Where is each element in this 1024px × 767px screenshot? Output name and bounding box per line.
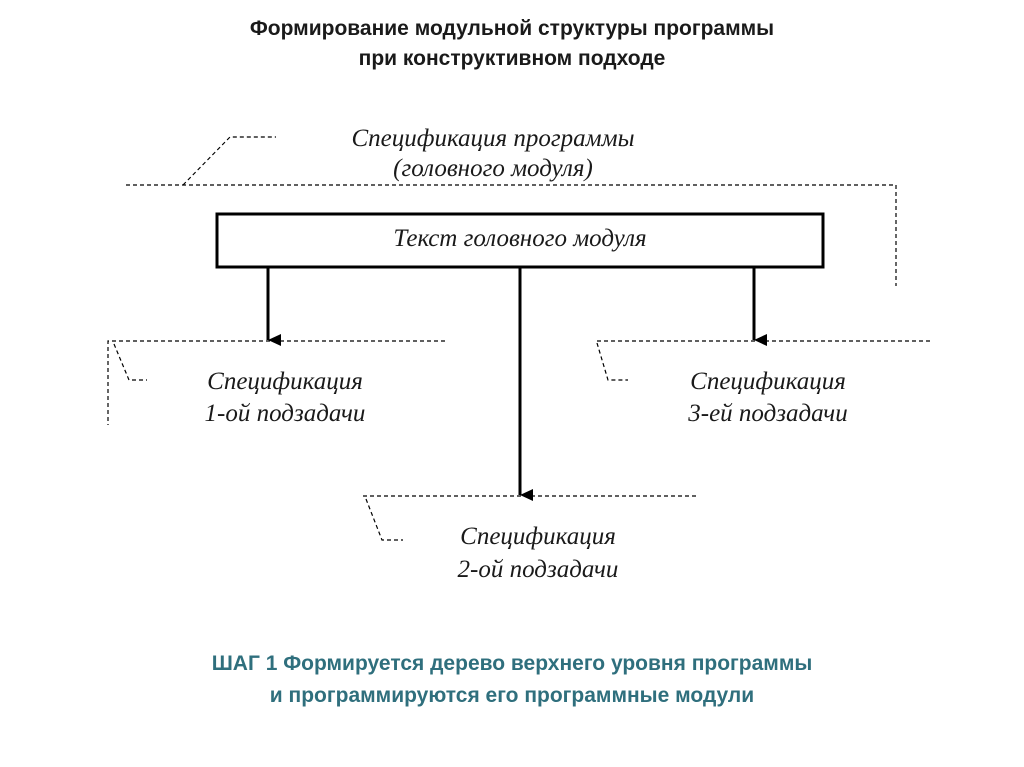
sub2-spec-bracket (363, 495, 696, 541)
head-spec-dashed-bracket (126, 184, 897, 286)
head-module-label: Текст головного модуля (393, 225, 646, 252)
sub2-spec-label-line-1: Спецификация (460, 523, 616, 550)
head-module-box (215, 212, 825, 269)
sub1-spec-label-line-1: Спецификация (207, 368, 363, 395)
sub1-spec-bracket (107, 340, 445, 425)
sub1-spec-label-line-2: 1-ой подзадачи (205, 400, 366, 427)
slide-title: Формирование модульной структуры програм… (0, 14, 1024, 74)
sub3-spec-bracket (594, 340, 930, 381)
slide-title-line-2: при конструктивном подходе (358, 47, 666, 70)
head-spec-leader (182, 136, 276, 186)
sub2-spec-label-line-2: 2-ой подзадачи (458, 556, 619, 583)
step-caption-line-2: и программируются его программные модули (269, 684, 755, 707)
step-caption: ШАГ 1 Формируется дерево верхнего уровня… (0, 648, 1024, 712)
slide-title-line-1: Формирование модульной структуры програм… (249, 17, 775, 40)
head-spec-callout (126, 136, 897, 286)
head-spec-label-line-2: (головного модуля) (393, 155, 593, 182)
head-spec-label-line-1: Спецификация программы (351, 125, 634, 152)
step-caption-line-1: ШАГ 1 Формируется дерево верхнего уровня… (211, 652, 813, 675)
sub3-spec-label-line-2: 3-ей подзадачи (687, 400, 848, 427)
sub3-spec-label-line-1: Спецификация (690, 368, 846, 395)
